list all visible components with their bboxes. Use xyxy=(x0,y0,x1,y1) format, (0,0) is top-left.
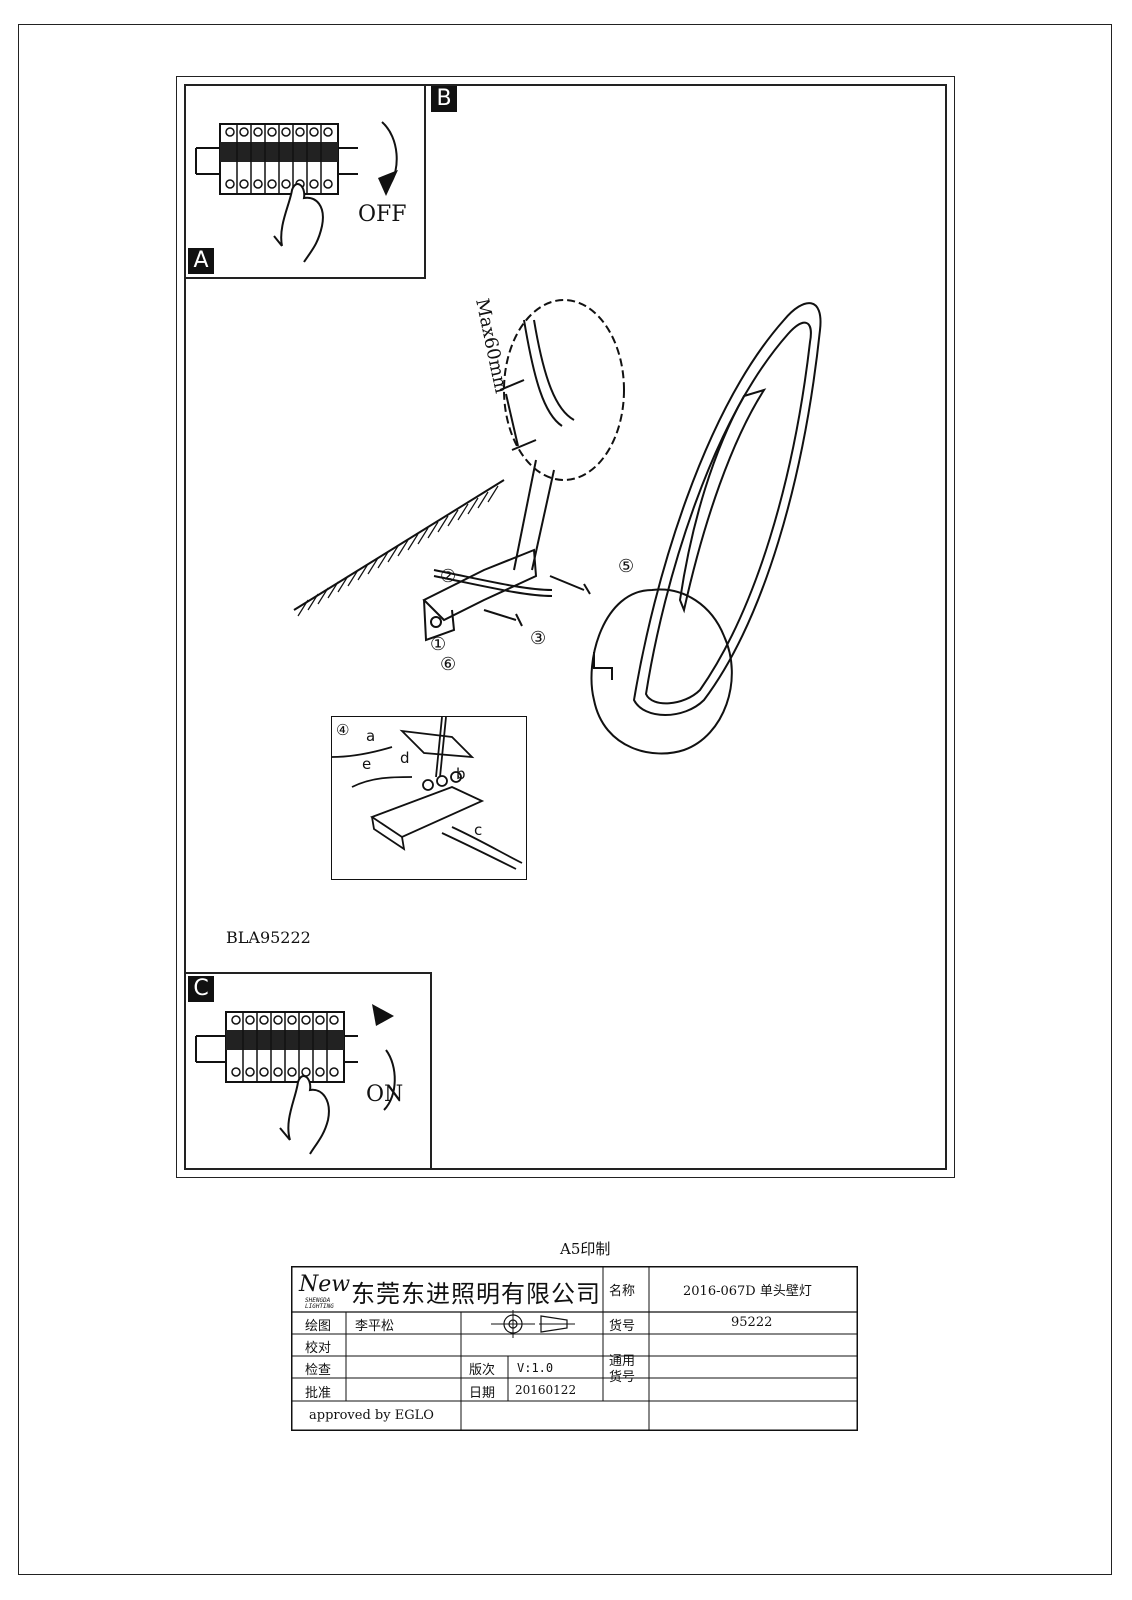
step-3-label: ③ xyxy=(530,628,546,649)
logo-mark: New xyxy=(299,1272,351,1297)
switch-on-label: ON xyxy=(366,1082,404,1107)
page-frame xyxy=(18,24,1112,1575)
step-1-label: ① xyxy=(430,634,446,655)
general-item-label-1: 通用 xyxy=(609,1354,636,1369)
detail-wiring-inset: ④ a b c d e xyxy=(331,716,527,880)
lamp-base xyxy=(590,588,733,755)
detail-letter-d: d xyxy=(400,749,410,767)
drawn-by-value: 李平松 xyxy=(355,1319,395,1334)
panel-tag-b: B xyxy=(431,86,457,112)
date-label: 日期 xyxy=(469,1386,496,1401)
breaker-off-illustration xyxy=(195,121,398,263)
name-label: 名称 xyxy=(609,1284,636,1299)
panel-switch-on: ON C xyxy=(184,972,432,1170)
general-item-label-2: 货号 xyxy=(609,1370,636,1385)
detail-letter-b: b xyxy=(456,765,466,783)
drawing-frame-inner xyxy=(184,84,947,1170)
name-value: 2016-067D 单头壁灯 xyxy=(683,1284,812,1299)
detail-letter-a: a xyxy=(366,727,375,745)
version-label: 版次 xyxy=(469,1363,496,1378)
inspect-label: 检查 xyxy=(305,1363,332,1378)
panel-tag-a: A xyxy=(188,248,214,274)
detail-letter-e: e xyxy=(362,755,371,773)
switch-off-label: OFF xyxy=(358,202,407,227)
detail-step-4-label: ④ xyxy=(336,721,349,739)
drawn-by-label: 绘图 xyxy=(305,1319,332,1334)
date-value: 20160122 xyxy=(515,1383,577,1397)
logo-sub-1: SHENGDA xyxy=(305,1297,331,1304)
check-label: 校对 xyxy=(305,1341,332,1356)
step-2-label: ② xyxy=(440,566,456,587)
step-5-label: ⑤ xyxy=(618,556,634,577)
version-value: V:1.0 xyxy=(517,1361,554,1375)
strip-length-label: Max60mm xyxy=(471,297,512,396)
approved-by: approved by EGLO xyxy=(309,1408,434,1423)
approve-label: 批准 xyxy=(305,1386,332,1401)
breaker-on-illustration xyxy=(195,1004,396,1155)
drawing-frame-outer xyxy=(176,76,955,1178)
panel-switch-off: OFF A xyxy=(184,84,426,279)
mounting-bracket xyxy=(422,548,538,622)
logo-sub-2: LIGHTING xyxy=(305,1303,334,1310)
print-size-note: A5印制 xyxy=(560,1240,611,1258)
assembly-diagram: ① ② ③ ⑤ ⑥ Max60mm xyxy=(293,297,822,755)
model-code: BLA95222 xyxy=(226,928,311,947)
item-no-label: 货号 xyxy=(609,1319,636,1334)
item-no-value: 95222 xyxy=(731,1315,773,1330)
detail-letter-c: c xyxy=(474,821,482,839)
lamp-head xyxy=(632,302,822,716)
company-name: 东莞东进照明有限公司 xyxy=(351,1280,601,1308)
title-block: New SHENGDA LIGHTING 东莞东进照明有限公司 名称 2016-… xyxy=(291,1266,858,1431)
step-6-label: ⑥ xyxy=(440,654,456,675)
panel-tag-c: C xyxy=(188,976,214,1002)
